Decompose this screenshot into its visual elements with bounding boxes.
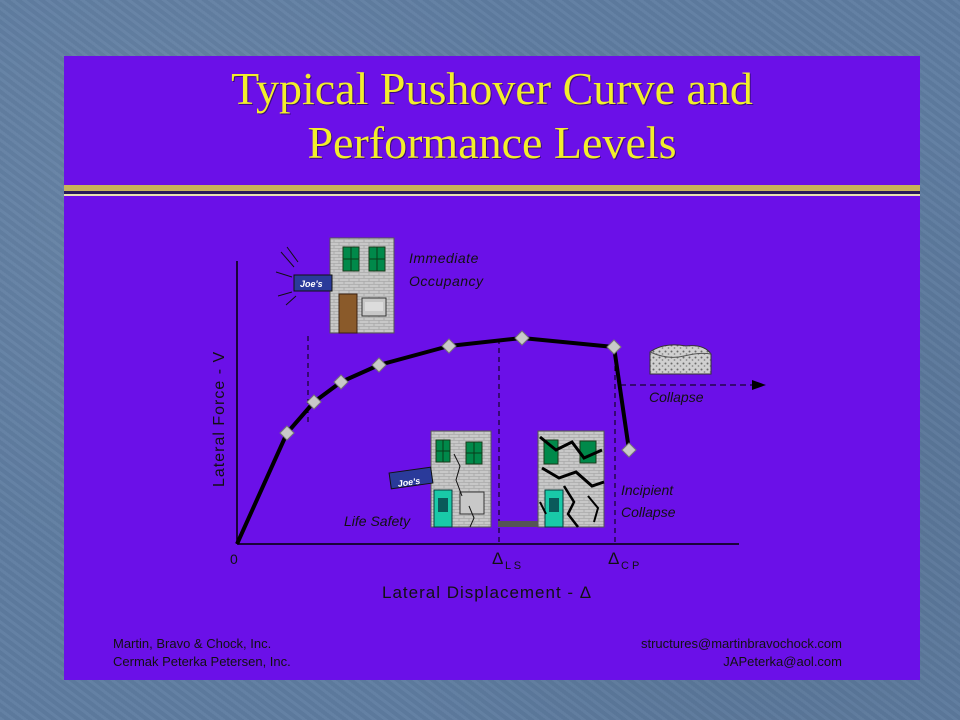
delta-cp-subscript: C P (621, 560, 639, 572)
y-axis-label: Lateral Force - V (211, 351, 228, 487)
delta-cp-symbol: Δ (608, 549, 619, 568)
curve-marker (306, 394, 322, 410)
title-line-1: Typical Pushover Curve and (231, 63, 753, 114)
label-incipient-collapse-1: Incipient (621, 482, 674, 498)
delta-ls-subscript: L S (505, 560, 521, 572)
slide: Typical Pushover Curve and Performance L… (64, 56, 920, 680)
origin-label: 0 (230, 551, 238, 567)
title-rule (64, 185, 920, 191)
curve-marker (279, 425, 295, 441)
curve-marker (621, 442, 637, 458)
connector-bar (498, 521, 538, 527)
label-incipient-collapse-2: Collapse (621, 504, 676, 520)
rubble-collapse-icon (649, 344, 712, 375)
label-immediate-occupancy-1: Immediate (409, 250, 479, 266)
curve-marker (606, 339, 622, 355)
footer-email-2: JAPeterka@aol.com (723, 654, 842, 669)
title-rule-highlight (64, 194, 920, 196)
house-life-safety-icon (388, 430, 492, 528)
footer-company-2: Cermak Peterka Petersen, Inc. (113, 654, 291, 669)
footer-left: Martin, Bravo & Chock, Inc. Cermak Peter… (113, 635, 291, 671)
house-immediate-occupancy-icon (275, 237, 395, 334)
title-rule-shadow (64, 191, 920, 194)
label-life-safety: Life Safety (344, 513, 411, 529)
curve-marker (371, 357, 387, 373)
curve-marker (333, 374, 349, 390)
curve-marker (514, 330, 530, 346)
title-line-2: Performance Levels (307, 117, 677, 168)
pushover-diagram: Lateral Force - V Lateral Displacement -… (211, 237, 766, 602)
x-axis-label: Lateral Displacement - Δ (382, 583, 592, 602)
collapse-arrowhead (752, 380, 766, 390)
label-immediate-occupancy-2: Occupancy (409, 273, 484, 289)
curve-markers (279, 330, 637, 458)
joes-sign-bottom: Joe's (397, 476, 421, 489)
house-incipient-collapse-icon (537, 430, 605, 528)
slide-title: Typical Pushover Curve and Performance L… (64, 62, 920, 170)
delta-ls-symbol: Δ (492, 549, 503, 568)
footer-company-1: Martin, Bravo & Chock, Inc. (113, 636, 272, 651)
label-collapse: Collapse (649, 389, 704, 405)
footer-right: structures@martinbravochock.com JAPeterk… (641, 635, 842, 671)
footer-email-1: structures@martinbravochock.com (640, 636, 842, 651)
curve-marker (441, 338, 457, 354)
joes-sign-top: Joe's (300, 279, 323, 289)
